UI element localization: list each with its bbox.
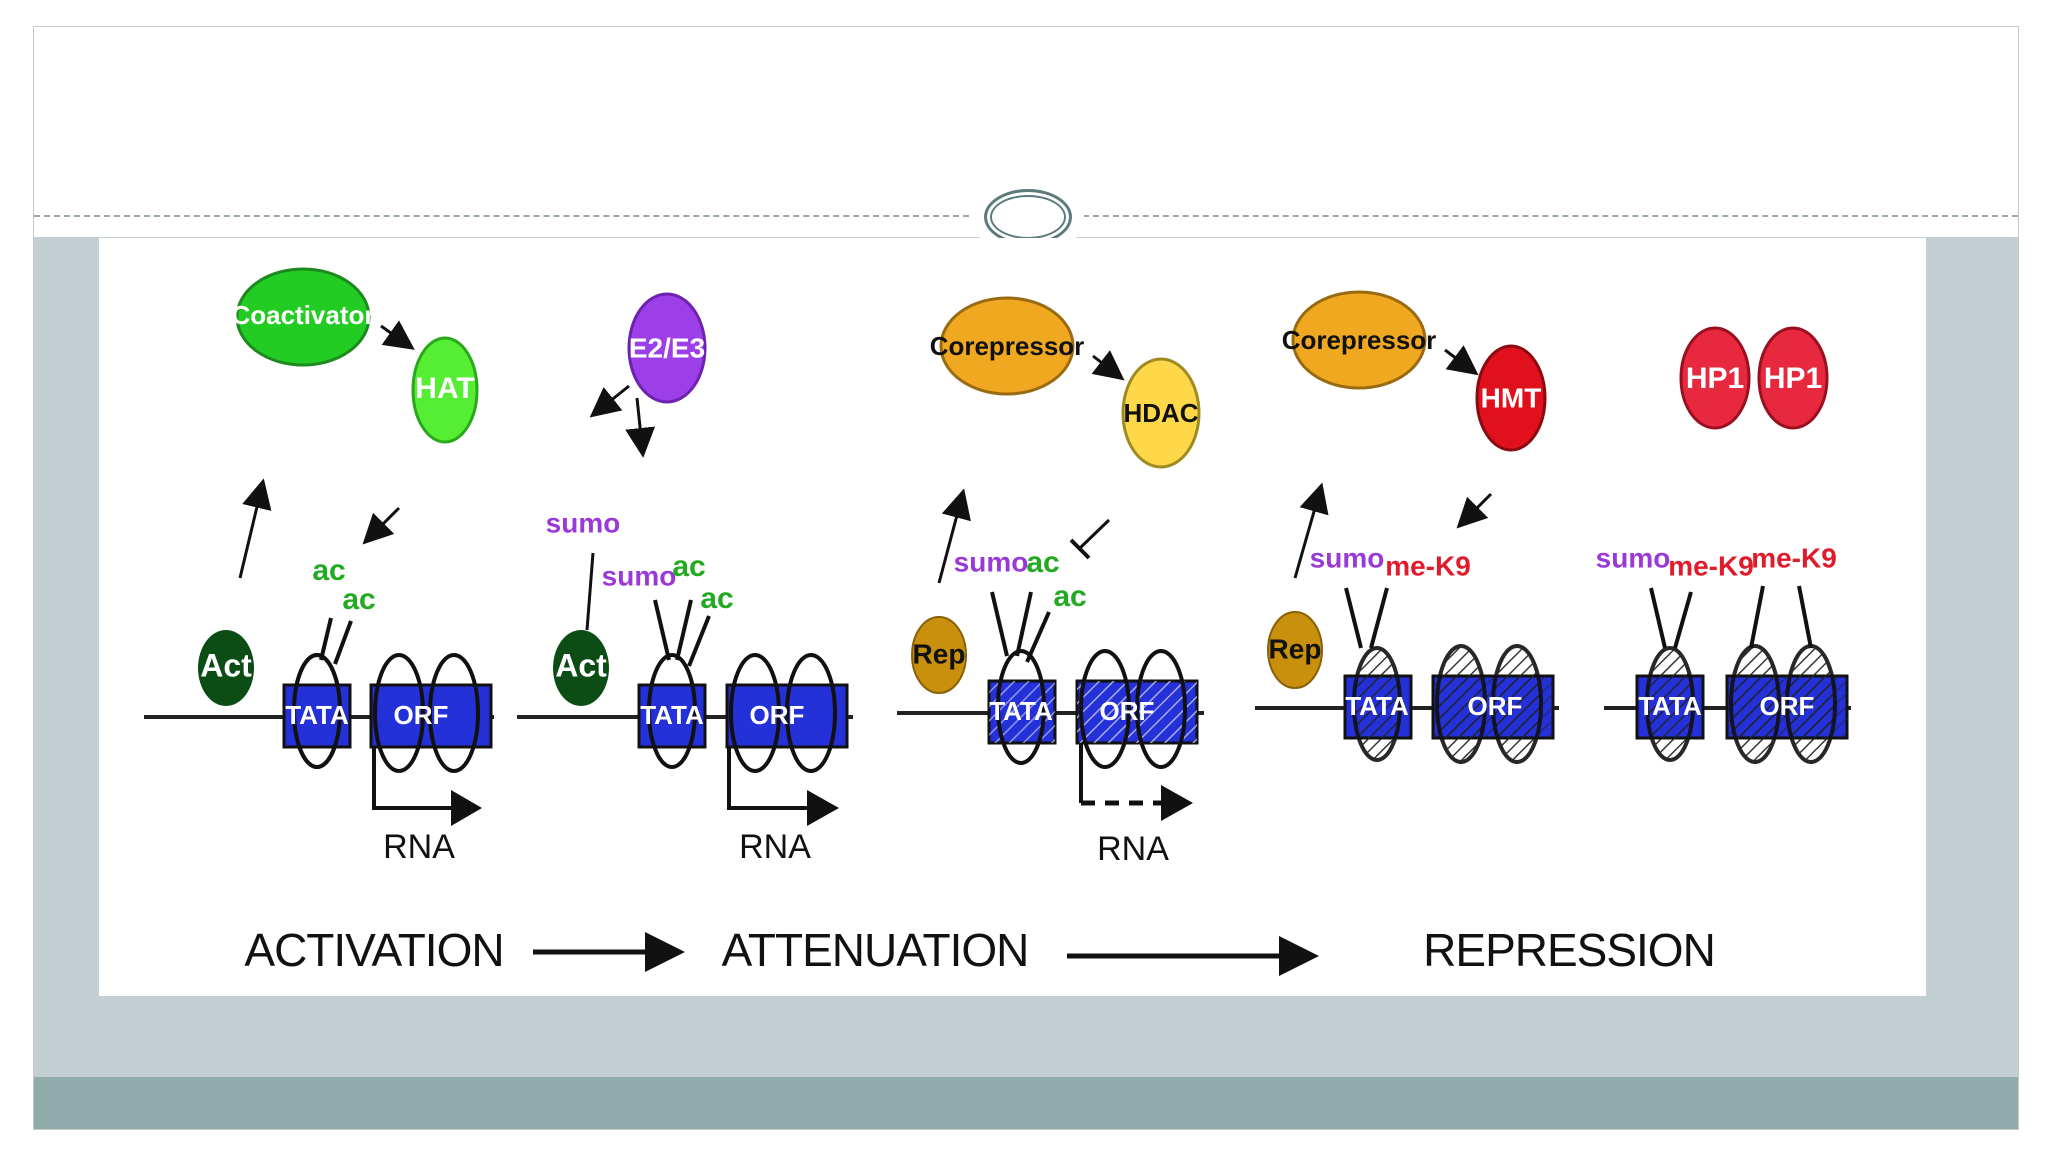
nucleosome-3c [1135, 649, 1187, 769]
corepressor-label-3: Corepressor [930, 331, 1085, 361]
corepressor-node-3 [939, 296, 1075, 396]
ac-mark-2b: ac [700, 582, 733, 615]
orf-label-5: ORF [1760, 691, 1815, 721]
corepressor-label-4: Corepressor [1282, 325, 1437, 355]
sumo-mark-5: sumo [1596, 542, 1671, 573]
nucleosome-2b [729, 653, 781, 773]
act-label-1: Act [200, 647, 252, 683]
sumo-mark-2a: sumo [546, 507, 621, 538]
rna-label-1: RNA [383, 828, 455, 866]
corepressor-node-4 [1291, 290, 1427, 390]
chromatin-diagram: Coactivator HAT Act ac ac TATA ORF [144, 267, 1851, 976]
tata-label-4: TATA [1345, 691, 1409, 721]
orf-label-1: ORF [394, 700, 449, 730]
hp1-label-b: HP1 [1764, 362, 1822, 395]
nucleosome-4a [1352, 646, 1402, 762]
tata-label-3: TATA [989, 696, 1053, 726]
panel-activation: Coactivator HAT Act ac ac TATA ORF [144, 267, 494, 866]
ac-mark-1b: ac [342, 583, 375, 616]
nucleosome-3b [1079, 649, 1131, 769]
rep-label-3: Rep [913, 638, 966, 669]
orf-label-3: ORF [1100, 696, 1155, 726]
sumo-mark-2b: sumo [602, 560, 677, 591]
e2e3-label: E2/E3 [629, 332, 705, 363]
act-node-2 [553, 630, 609, 706]
nucleosome-3a [996, 649, 1046, 765]
hdac-label: HDAC [1123, 398, 1198, 428]
e2e3-node [627, 292, 707, 404]
nucleosome-1b [373, 653, 425, 773]
hmt-label: HMT [1481, 382, 1542, 413]
hp1-label-a: HP1 [1686, 362, 1744, 395]
rep-label-4: Rep [1269, 633, 1322, 664]
nucleosome-2a [647, 653, 697, 769]
tata-label-2: TATA [640, 700, 704, 730]
rep-node-4 [1267, 611, 1323, 689]
tata-label-1: TATA [285, 700, 349, 730]
orf-label-4: ORF [1468, 691, 1523, 721]
stage-attenuation: ATTENUATION [722, 924, 1029, 976]
slide-footer-bar [34, 1077, 2018, 1129]
nucleosome-5b [1729, 644, 1781, 764]
mek9-mark-4: me-K9 [1385, 550, 1471, 581]
hp1-node-a [1679, 326, 1751, 430]
nucleosome-1c [428, 653, 480, 773]
nucleosome-2c [785, 653, 837, 773]
hat-label: HAT [415, 372, 474, 405]
hat-node [411, 336, 479, 444]
stage-activation: ACTIVATION [244, 924, 503, 976]
coactivator-node [235, 267, 371, 367]
nucleosome-5a [1645, 646, 1695, 762]
ac-mark-3b: ac [1053, 580, 1086, 613]
rna-label-2: RNA [739, 828, 811, 866]
rna-label-3: RNA [1097, 830, 1169, 868]
nucleosome-4c [1491, 644, 1543, 764]
mek9-mark-5a: me-K9 [1668, 550, 1754, 581]
panel-hmt: Corepressor HMT Rep sumo me-K9 TATA [1255, 290, 1559, 764]
stage-repression: REPRESSION [1423, 924, 1715, 976]
tata-label-5: TATA [1638, 691, 1702, 721]
act-node-1 [198, 630, 254, 706]
hdac-node [1121, 357, 1201, 469]
figure-panel: Coactivator HAT Act ac ac TATA ORF [99, 238, 1926, 996]
hp1-node-b [1757, 326, 1829, 430]
panel-hp1: HP1 HP1 sumo me-K9 me-K9 TATA ORF [1596, 326, 1851, 764]
act-label-2: Act [555, 647, 607, 683]
nucleosome-5c [1785, 644, 1837, 764]
ac-mark-1a: ac [312, 554, 345, 587]
ac-mark-3a: ac [1026, 546, 1059, 579]
nucleosome-4b [1435, 644, 1487, 764]
ac-mark-2a: ac [672, 550, 705, 583]
sumo-mark-4: sumo [1310, 542, 1385, 573]
stage-timeline: ACTIVATION ATTENUATION REPRESSION [244, 924, 1715, 976]
panel-e2e3: E2/E3 Act sumo sumo ac ac TATA ORF [517, 292, 853, 866]
coactivator-label: Coactivator [231, 300, 374, 330]
hmt-node [1475, 344, 1547, 452]
sumo-mark-3: sumo [954, 546, 1029, 577]
rep-node-3 [911, 616, 967, 694]
panel-hdac: Corepressor HDAC Rep sumo ac ac TATA [897, 296, 1204, 868]
orf-label-2: ORF [750, 700, 805, 730]
mek9-mark-5b: me-K9 [1751, 542, 1837, 573]
